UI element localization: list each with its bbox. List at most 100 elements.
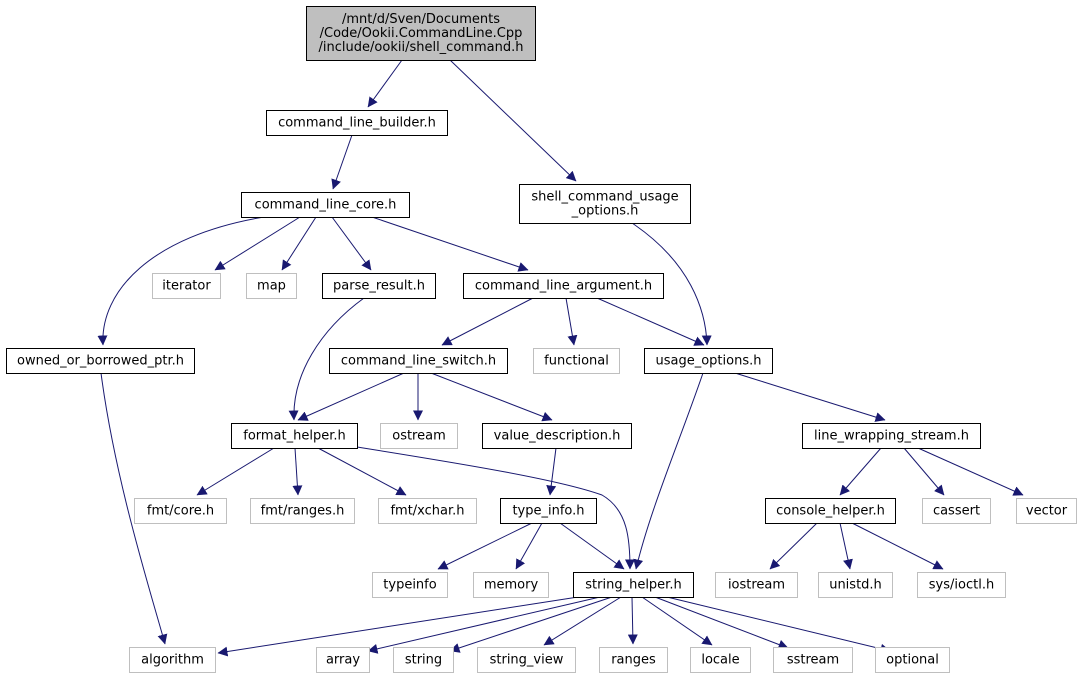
node-locale: locale bbox=[690, 647, 751, 673]
edge-fmt_helper-to-fmtxchar bbox=[317, 447, 407, 496]
node-lws[interactable]: line_wrapping_stream.h bbox=[802, 423, 981, 449]
edge-parse-to-fmt_helper bbox=[288, 297, 365, 421]
node-label-vector-line-0: vector bbox=[1026, 504, 1068, 519]
edge-fmt_helper-to-strh bbox=[356, 446, 635, 570]
node-fmtcore: fmt/core.h bbox=[134, 498, 227, 524]
node-box-conh bbox=[765, 498, 896, 524]
node-root[interactable]: /mnt/d/Sven/Documents/Code/Ookii.Command… bbox=[306, 6, 536, 61]
edge-usage-to-strh bbox=[633, 372, 704, 570]
node-label-array-line-0: array bbox=[326, 653, 360, 668]
node-label-ostream-line-0: ostream bbox=[392, 429, 446, 444]
node-ranges: ranges bbox=[599, 647, 668, 673]
node-box-parse bbox=[322, 273, 436, 299]
node-label-typeinfo-line-0: typeinfo bbox=[383, 578, 436, 593]
node-label-iostream-line-0: iostream bbox=[728, 578, 785, 593]
node-clc[interactable]: command_line_core.h bbox=[241, 192, 410, 218]
node-box-string bbox=[393, 647, 454, 673]
node-memory: memory bbox=[473, 572, 549, 598]
node-box-cassert bbox=[922, 498, 991, 524]
edge-strh-to-string bbox=[449, 596, 613, 653]
edge-cla-to-functional bbox=[565, 297, 578, 346]
node-label-algorithm-line-0: algorithm bbox=[141, 653, 204, 668]
node-fmtranges: fmt/ranges.h bbox=[250, 498, 355, 524]
node-label-optional-line-0: optional bbox=[886, 653, 939, 668]
node-box-optional bbox=[875, 647, 950, 673]
node-vector: vector bbox=[1016, 498, 1077, 524]
node-box-map bbox=[246, 273, 297, 299]
node-typeinfoh[interactable]: type_info.h bbox=[500, 498, 597, 524]
node-scuo[interactable]: shell_command_usage_options.h bbox=[519, 184, 691, 224]
node-valdesc[interactable]: value_description.h bbox=[482, 423, 632, 449]
node-optional: optional bbox=[875, 647, 950, 673]
node-box-fmtxchar bbox=[378, 498, 477, 524]
node-box-iostream bbox=[715, 572, 798, 598]
nodes-layer: /mnt/d/Sven/Documents/Code/Ookii.Command… bbox=[6, 6, 1077, 673]
node-obp[interactable]: owned_or_borrowed_ptr.h bbox=[6, 348, 195, 374]
node-label-obp-line-0: owned_or_borrowed_ptr.h bbox=[17, 354, 184, 369]
node-box-lws bbox=[802, 423, 981, 449]
node-sstream: sstream bbox=[773, 647, 853, 673]
edge-lws-to-vector bbox=[917, 447, 1024, 496]
node-unistd: unistd.h bbox=[818, 572, 893, 598]
edge-strh-to-string_view bbox=[543, 596, 622, 646]
node-label-string_view-line-0: string_view bbox=[490, 653, 564, 668]
node-box-strh bbox=[573, 572, 694, 598]
node-box-cla bbox=[463, 273, 664, 299]
node-box-sstream bbox=[773, 647, 853, 673]
node-label-valdesc-line-0: value_description.h bbox=[494, 429, 621, 444]
node-label-cls-line-0: command_line_switch.h bbox=[341, 354, 496, 369]
node-box-clb bbox=[266, 110, 448, 136]
node-cls[interactable]: command_line_switch.h bbox=[329, 348, 508, 374]
node-box-string_view bbox=[477, 647, 576, 673]
node-label-fmtxchar-line-0: fmt/xchar.h bbox=[390, 504, 464, 519]
node-string: string bbox=[393, 647, 454, 673]
edge-clc-to-iterator bbox=[214, 216, 301, 271]
edge-cls-to-fmt_helper bbox=[297, 372, 405, 421]
node-box-scuo bbox=[519, 184, 691, 224]
node-label-root-line-0: /mnt/d/Sven/Documents bbox=[342, 12, 500, 27]
edge-usage-to-lws bbox=[734, 372, 886, 422]
node-label-cassert-line-0: cassert bbox=[933, 504, 980, 519]
node-label-unistd-line-0: unistd.h bbox=[829, 578, 882, 593]
node-label-scuo-line-1: _options.h bbox=[571, 204, 639, 219]
node-label-map-line-0: map bbox=[257, 279, 286, 294]
node-conh[interactable]: console_helper.h bbox=[765, 498, 896, 524]
node-ostream: ostream bbox=[380, 423, 458, 449]
node-box-fmt_helper bbox=[231, 423, 358, 449]
node-fmt_helper[interactable]: format_helper.h bbox=[231, 423, 358, 449]
node-label-scuo-line-0: shell_command_usage bbox=[531, 190, 678, 205]
edge-strh-to-ranges bbox=[627, 596, 638, 645]
node-cla[interactable]: command_line_argument.h bbox=[463, 273, 664, 299]
edge-lws-to-conh bbox=[839, 447, 882, 496]
node-box-ioctl bbox=[917, 572, 1006, 598]
node-box-fmtranges bbox=[250, 498, 355, 524]
node-label-root-line-2: /include/ookii/shell_command.h bbox=[319, 40, 524, 55]
node-label-clc-line-0: command_line_core.h bbox=[255, 198, 397, 213]
node-box-usage bbox=[644, 348, 773, 374]
node-label-locale-line-0: locale bbox=[701, 653, 739, 668]
edges-layer bbox=[97, 59, 1024, 657]
node-box-memory bbox=[473, 572, 549, 598]
node-ioctl: sys/ioctl.h bbox=[917, 572, 1006, 598]
node-functional: functional bbox=[533, 348, 620, 374]
node-iostream: iostream bbox=[715, 572, 798, 598]
edge-fmt_helper-to-fmtranges bbox=[292, 447, 303, 496]
node-box-ostream bbox=[380, 423, 458, 449]
node-typeinfo: typeinfo bbox=[372, 572, 448, 598]
node-label-iterator-line-0: iterator bbox=[162, 279, 211, 294]
node-clb[interactable]: command_line_builder.h bbox=[266, 110, 448, 136]
node-label-fmt_helper-line-0: format_helper.h bbox=[243, 429, 346, 444]
edge-typeinfoh-to-typeinfo bbox=[437, 522, 533, 570]
node-label-fmtranges-line-0: fmt/ranges.h bbox=[261, 504, 345, 519]
node-label-cla-line-0: command_line_argument.h bbox=[475, 279, 652, 294]
node-parse[interactable]: parse_result.h bbox=[322, 273, 436, 299]
edge-strh-to-algorithm bbox=[217, 596, 579, 657]
node-box-obp bbox=[6, 348, 195, 374]
node-box-valdesc bbox=[482, 423, 632, 449]
edge-conh-to-ioctl bbox=[851, 522, 944, 570]
node-label-ranges-line-0: ranges bbox=[611, 653, 656, 668]
node-strh[interactable]: string_helper.h bbox=[573, 572, 694, 598]
node-box-iterator bbox=[152, 273, 221, 299]
node-iterator: iterator bbox=[152, 273, 221, 299]
node-usage[interactable]: usage_options.h bbox=[644, 348, 773, 374]
